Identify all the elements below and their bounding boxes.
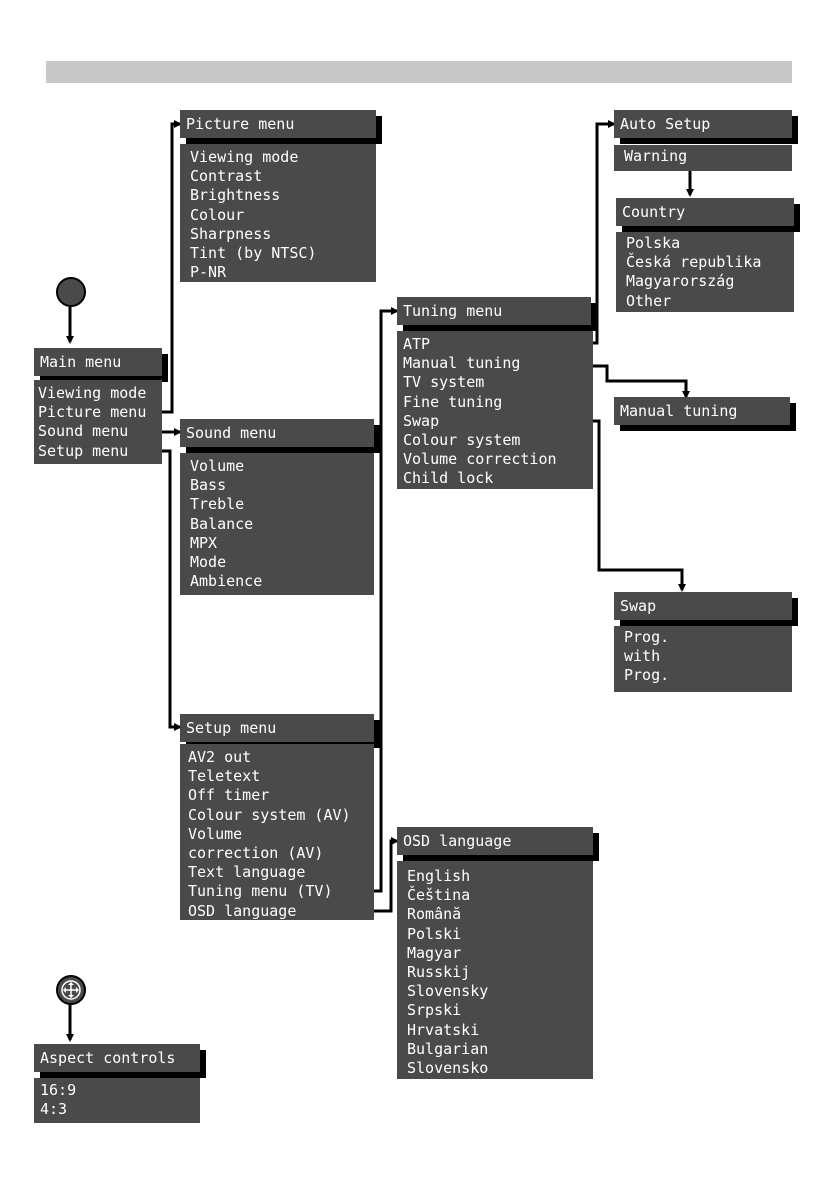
- setup-item[interactable]: Text language: [188, 863, 306, 882]
- swap-title: Swap: [614, 592, 792, 620]
- osd-language-item[interactable]: Magyar: [407, 943, 462, 962]
- swap-item: Prog.: [624, 666, 670, 685]
- osd-language-item[interactable]: Slovensky: [407, 982, 489, 1001]
- setup-item[interactable]: Colour system (AV): [188, 805, 351, 824]
- main-item-setup-menu[interactable]: Setup menu: [38, 441, 129, 460]
- main-item-picture-menu[interactable]: Picture menu: [38, 403, 147, 422]
- main-menu-title: Main menu: [34, 348, 162, 376]
- country-item[interactable]: Polska: [626, 234, 681, 252]
- setup-item[interactable]: correction (AV): [188, 843, 324, 862]
- tuning-item[interactable]: TV system: [403, 373, 485, 392]
- cross-arrows-button-icon[interactable]: [55, 974, 87, 1010]
- picture-item[interactable]: Colour: [190, 205, 245, 224]
- setup-item-osd-language[interactable]: OSD language: [188, 901, 297, 920]
- osd-language-title: OSD language: [397, 827, 593, 855]
- osd-language-item[interactable]: Russkij: [407, 962, 471, 981]
- tuning-item[interactable]: Child lock: [403, 469, 494, 488]
- setup-item[interactable]: Volume: [188, 824, 243, 843]
- osd-language-list: English Čeština Română Polski Magyar Rus…: [397, 861, 593, 1079]
- tuning-item-atp[interactable]: ATP: [403, 335, 431, 353]
- picture-item[interactable]: Viewing mode: [190, 148, 299, 166]
- sound-item[interactable]: Treble: [190, 495, 245, 514]
- sound-item[interactable]: MPX: [190, 533, 218, 552]
- arrow-to-manual-tuning: [578, 364, 690, 399]
- osd-language-item[interactable]: Polski: [407, 924, 462, 943]
- picture-item[interactable]: Sharpness: [190, 224, 272, 243]
- setup-item-tuning-menu[interactable]: Tuning menu (TV): [188, 882, 333, 901]
- picture-item[interactable]: Contrast: [190, 167, 263, 186]
- setup-item[interactable]: Off timer: [188, 786, 270, 805]
- aspect-controls-list: 16:9 4:3: [34, 1078, 200, 1123]
- arrow-to-picture-menu: [160, 120, 182, 414]
- tuning-item[interactable]: Colour system: [403, 430, 521, 449]
- tuning-menu-title: Tuning menu: [397, 297, 591, 325]
- setup-menu-title: Setup menu: [180, 714, 374, 742]
- arrow-to-setup-menu: [158, 449, 182, 731]
- sound-menu-title: Sound menu: [180, 419, 374, 447]
- osd-language-item[interactable]: Srpski: [407, 1001, 462, 1020]
- main-item-viewing-mode[interactable]: Viewing mode: [38, 384, 147, 402]
- country-title: Country: [616, 198, 794, 226]
- sound-item[interactable]: Mode: [190, 552, 227, 571]
- sound-item[interactable]: Bass: [190, 476, 227, 495]
- auto-setup-item-warning[interactable]: Warning: [624, 147, 688, 165]
- osd-language-item[interactable]: English: [407, 867, 471, 885]
- picture-menu-title: Picture menu: [180, 110, 376, 138]
- setup-menu-list: AV2 out Teletext Off timer Colour system…: [180, 744, 374, 920]
- tuning-menu-list: ATP Manual tuning TV system Fine tuning …: [397, 331, 593, 489]
- swap-item: Prog.: [624, 628, 670, 646]
- country-list: Polska Česká republika Magyarország Othe…: [616, 232, 794, 312]
- auto-setup-title: Auto Setup: [614, 110, 792, 138]
- sound-item[interactable]: Volume: [190, 457, 245, 475]
- osd-language-item[interactable]: Bulgarian: [407, 1039, 489, 1058]
- swap-item: with: [624, 647, 661, 666]
- aspect-item[interactable]: 16:9: [40, 1081, 77, 1099]
- osd-language-item[interactable]: Hrvatski: [407, 1020, 480, 1039]
- picture-menu-list: Viewing mode Contrast Brightness Colour …: [180, 144, 376, 282]
- sound-menu-list: Volume Bass Treble Balance MPX Mode Ambi…: [180, 453, 374, 595]
- tuning-item-manual-tuning[interactable]: Manual tuning: [403, 354, 521, 373]
- osd-language-item[interactable]: Čeština: [407, 886, 471, 905]
- setup-item[interactable]: AV2 out: [188, 748, 252, 766]
- country-item[interactable]: Magyarország: [626, 272, 735, 291]
- aspect-item[interactable]: 4:3: [40, 1100, 68, 1119]
- osd-language-item[interactable]: Română: [407, 905, 462, 924]
- auto-setup-list: Warning: [614, 145, 792, 171]
- menu-button-icon[interactable]: [55, 276, 87, 312]
- aspect-controls-title: Aspect controls: [34, 1044, 200, 1072]
- setup-item[interactable]: Teletext: [188, 767, 261, 786]
- tuning-item[interactable]: Volume correction: [403, 450, 557, 469]
- main-menu-list: Viewing mode Picture menu Sound menu Set…: [34, 380, 162, 464]
- country-item[interactable]: Other: [626, 291, 672, 310]
- manual-tuning-title: Manual tuning: [614, 397, 790, 425]
- header-band: [46, 61, 792, 83]
- picture-item[interactable]: Brightness: [190, 186, 281, 205]
- country-item[interactable]: Česká republika: [626, 253, 762, 272]
- picture-item[interactable]: P-NR: [190, 263, 227, 282]
- main-item-sound-menu[interactable]: Sound menu: [38, 422, 129, 441]
- tuning-item[interactable]: Fine tuning: [403, 392, 503, 411]
- tuning-item-swap[interactable]: Swap: [403, 411, 440, 430]
- picture-item[interactable]: Tint (by NTSC): [190, 243, 317, 262]
- sound-item[interactable]: Ambience: [190, 572, 263, 591]
- swap-list: Prog. with Prog.: [614, 626, 792, 692]
- osd-language-item[interactable]: Slovensko: [407, 1058, 489, 1077]
- arrow-to-osd-language: [362, 837, 399, 913]
- sound-item[interactable]: Balance: [190, 514, 254, 533]
